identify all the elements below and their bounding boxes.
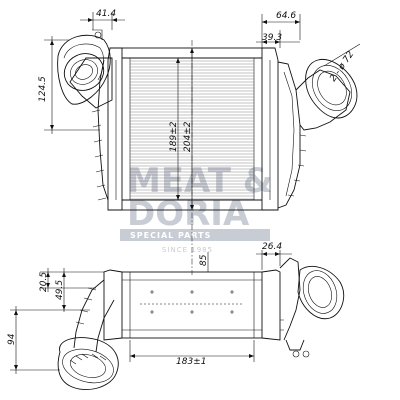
dim-64-6: 64.6 — [276, 11, 296, 21]
bracket-ribs — [91, 109, 107, 201]
bottom-core-outline — [121, 271, 263, 339]
dim-189: 189±2 — [169, 121, 179, 152]
dim-41-4: 41.4 — [96, 9, 116, 19]
top-right-tank — [262, 47, 358, 211]
dim-49-5: 49.5 — [55, 280, 65, 300]
top-inlet-pipe — [57, 34, 111, 105]
mounting-points — [140, 290, 244, 314]
watermark-band-text: SPECIAL PARTS — [130, 231, 211, 240]
bottom-outlet-pipe — [297, 266, 344, 320]
dim-94: 94 — [7, 333, 17, 345]
top-outlet-pipe — [305, 58, 358, 119]
dim-20-5: 20.5 — [39, 272, 49, 292]
top-left-tank — [57, 29, 122, 211]
dim-183: 183±1 — [176, 357, 206, 367]
dim-204: 204±2 — [183, 121, 193, 152]
bottom-right-tank — [261, 257, 344, 358]
bottom-core — [121, 252, 263, 339]
dim-39-3: 39.3 — [262, 33, 282, 43]
watermark-band — [120, 229, 270, 241]
watermark-since: SINCE 1985 — [162, 246, 213, 254]
watermark-line2: DORIA — [127, 194, 250, 234]
bottom-dimensions: 26.4 85 20.5 49.5 94 183±1 — [7, 242, 292, 374]
dim-26-4: 26.4 — [262, 242, 282, 252]
dim-124-5: 124.5 — [38, 76, 48, 102]
bottom-inlet-pipe — [57, 337, 119, 390]
dim-85: 85 — [199, 254, 209, 266]
